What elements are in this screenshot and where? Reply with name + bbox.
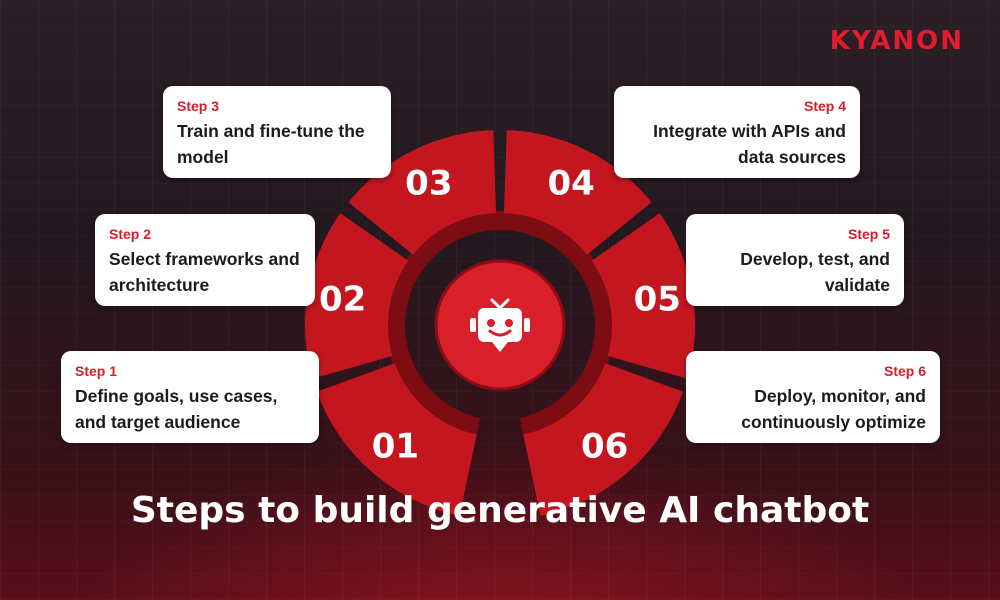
- step-3-label: Step 3: [177, 98, 220, 114]
- step-5-number: 05: [634, 280, 681, 320]
- step-1-card: Step 1 Define goals, use cases, and targ…: [61, 351, 319, 443]
- step-1-segment: [316, 363, 477, 516]
- step-4-segment: [503, 130, 652, 255]
- step-6-segment: [523, 363, 684, 516]
- robot-chat-icon: [470, 298, 530, 352]
- step-4-card: Step 4 Integrate with APIs and data sour…: [614, 86, 860, 178]
- step-4-text: Integrate with APIs and data sources: [653, 121, 846, 167]
- step-5-segment: [591, 213, 695, 379]
- page-title: Steps to build generative AI chatbot: [130, 490, 870, 531]
- step-3-segment: [348, 130, 497, 255]
- step-6-number: 06: [581, 426, 628, 466]
- step-4-number: 04: [548, 163, 595, 203]
- step-3-number: 03: [405, 163, 452, 203]
- step-1-number: 01: [372, 426, 419, 466]
- step-1-label: Step 1: [75, 363, 118, 379]
- step-5-text: Develop, test, and validate: [740, 249, 890, 295]
- step-5-label: Step 5: [847, 226, 890, 242]
- step-6-text: Deploy, monitor, and continuously optimi…: [741, 386, 926, 432]
- step-2-segment: [305, 213, 409, 379]
- step-2-number: 02: [319, 280, 366, 320]
- step-3-text: Train and fine-tune the model: [177, 121, 365, 167]
- step-5-card: Step 5 Develop, test, and validate: [686, 214, 904, 306]
- step-4-label: Step 4: [803, 98, 846, 114]
- step-2-text: Select frameworks and architecture: [109, 249, 300, 295]
- step-6-label: Step 6: [883, 363, 926, 379]
- step-6-card: Step 6 Deploy, monitor, and continuously…: [686, 351, 940, 443]
- step-2-card: Step 2 Select frameworks and architectur…: [95, 214, 315, 306]
- brand-logo: KYANON: [829, 26, 964, 56]
- step-3-card: Step 3 Train and fine-tune the model: [163, 86, 391, 178]
- step-2-label: Step 2: [109, 226, 152, 242]
- step-1-text: Define goals, use cases, and target audi…: [75, 386, 278, 432]
